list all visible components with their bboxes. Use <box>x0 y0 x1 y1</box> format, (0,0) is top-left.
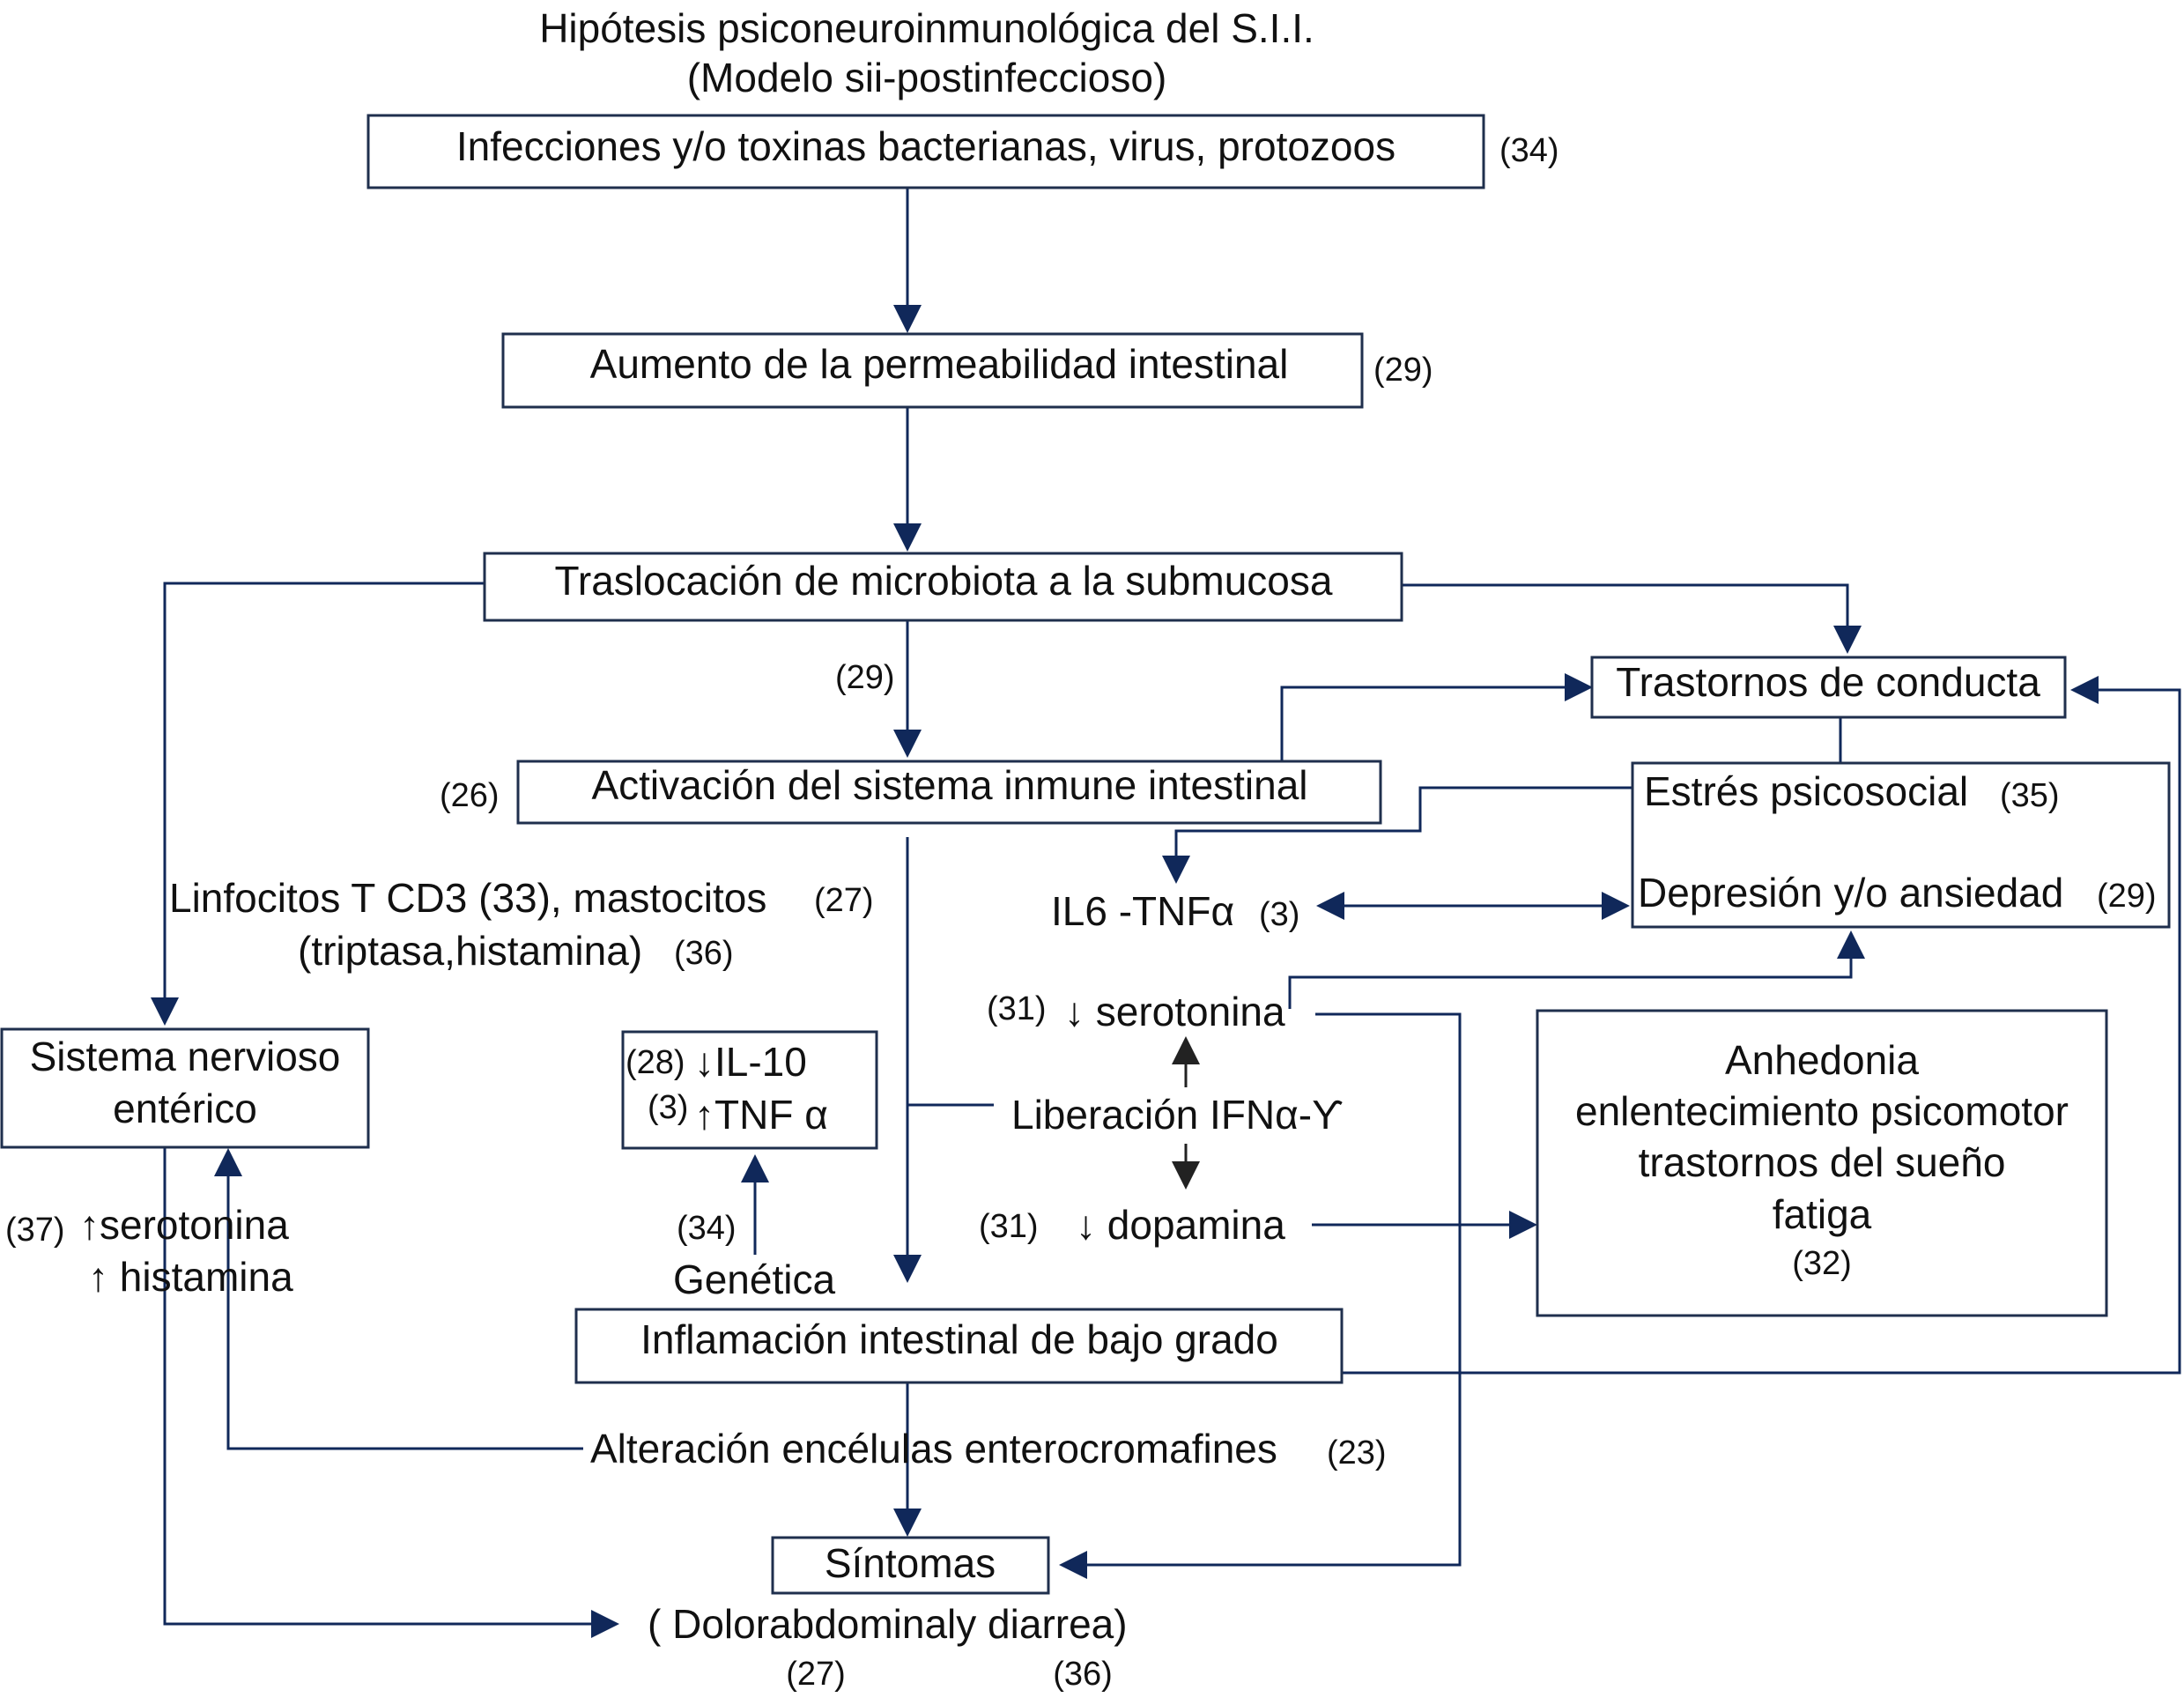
arrowhead-down <box>1172 1161 1200 1190</box>
node-il10-label2: ↑TNF α <box>694 1092 828 1138</box>
node-infecciones-ref: (34) <box>1499 132 1559 169</box>
arrowhead-left <box>2070 676 2099 704</box>
node-linfocitos-ref2: (36) <box>674 935 734 972</box>
arrowhead-right <box>1602 892 1630 920</box>
box-traslocacion <box>483 552 1403 622</box>
node-permeabilidad-ref: (29) <box>1373 352 1433 389</box>
arrowhead-left <box>1316 892 1344 920</box>
arrow-inflamacion-trastornos <box>1342 688 2181 1375</box>
arrow-sne-dolor <box>163 1148 593 1626</box>
arrowhead-down <box>1162 856 1190 884</box>
arrowhead-right <box>591 1610 619 1638</box>
node-activacion-label: Activación del sistema inmune intestinal <box>591 762 1307 808</box>
node-sne-efectos-line2: ↑ histamina <box>88 1254 293 1300</box>
node-il6-label: IL6 -TNFα <box>1051 888 1234 934</box>
node-sne-line2: entérico <box>113 1086 257 1131</box>
node-sne-efectos-ref: (37) <box>5 1212 65 1249</box>
node-sne-line1: Sistema nervioso <box>30 1034 341 1079</box>
node-estres-label: Estrés psicosocial <box>1644 768 1968 814</box>
diagram-title: Hipótesis psiconeuroinmunológica del S.I… <box>539 5 1314 51</box>
box-sintomas <box>771 1536 1050 1595</box>
arrow-activacion-trastornos <box>1280 686 1566 761</box>
node-dolor-label: ( Dolorabdominaly diarrea) <box>648 1601 1128 1647</box>
node-genetica-ref: (34) <box>677 1210 737 1247</box>
node-linfocitos-line2: (triptasa,histamina) <box>298 928 642 974</box>
node-anhedonia-line1: Anhedonia <box>1725 1037 1919 1083</box>
node-linfocitos-ref1: (27) <box>814 882 874 919</box>
box-il10 <box>621 1030 878 1150</box>
node-depresion-label: Depresión y/o ansiedad <box>1638 870 2063 916</box>
arrowhead-down <box>893 523 922 552</box>
box-activacion <box>516 760 1382 825</box>
node-activacion-ref: (26) <box>440 777 500 814</box>
node-permeabilidad-label: Aumento de la permeabilidad intestinal <box>590 341 1289 387</box>
node-dolor-ref2: (36) <box>1053 1656 1113 1693</box>
node-anhedonia-line3: trastornos del sueño <box>1639 1139 2006 1185</box>
node-trastornos-label: Trastornos de conducta <box>1616 659 2040 705</box>
box-permeabilidad <box>501 332 1364 409</box>
node-sne-efectos-line1: ↑serotonina <box>79 1202 289 1248</box>
arrowhead-right <box>1565 673 1593 701</box>
box-estres-depresion <box>1631 761 2171 929</box>
node-il10-label1: ↓IL-10 <box>694 1039 807 1085</box>
node-linfocitos-line1: Linfocitos T CD3 (33), mastocitos <box>169 875 766 921</box>
box-inflamacion <box>574 1308 1344 1384</box>
node-anhedonia-line4: fatiga <box>1773 1191 1872 1237</box>
node-genetica-label: Genética <box>673 1257 836 1302</box>
node-inflamacion-label: Inflamación intestinal de bajo grado <box>640 1316 1278 1362</box>
arrowhead-down <box>1833 626 1862 654</box>
arrowhead-up <box>741 1154 769 1182</box>
node-dolor-ref1: (27) <box>786 1656 846 1693</box>
box-infecciones <box>366 114 1485 189</box>
arrowhead-down <box>893 305 922 333</box>
connectors <box>151 189 2181 1638</box>
node-liberacion-label: Liberación IFNα-ϒ <box>1011 1092 1344 1138</box>
arrowhead-down <box>893 730 922 758</box>
box-trastornos <box>1590 656 2067 719</box>
node-anhedonia-ref: (32) <box>1792 1245 1852 1282</box>
node-infecciones-label: Infecciones y/o toxinas bacterianas, vir… <box>456 123 1396 169</box>
node-estres-ref: (35) <box>2000 777 2060 814</box>
node-dopamina-ref: (31) <box>979 1208 1039 1245</box>
node-anhedonia-line2: enlentecimiento psicomotor <box>1575 1088 2069 1134</box>
arrow-traslocacion-trastornos <box>1402 583 1849 627</box>
arrow-traslocacion-sne <box>163 582 485 999</box>
arrowhead-down <box>893 1509 922 1537</box>
box-sne <box>0 1027 370 1149</box>
node-serotonina-label: ↓ serotonina <box>1064 989 1285 1034</box>
node-il6-ref: (3) <box>1259 896 1299 933</box>
arrowhead-up <box>1172 1036 1200 1064</box>
arrow-alteracion-sne <box>226 1175 583 1450</box>
arrowhead-right <box>1509 1211 1537 1239</box>
box-anhedonia <box>1536 1009 2108 1317</box>
node-il10-ref2: (3) <box>648 1089 688 1126</box>
node-alteracion-ref: (23) <box>1327 1434 1387 1471</box>
arrowhead-up <box>1837 930 1865 959</box>
node-traslocacion-label: Traslocación de microbiota a la submucos… <box>555 558 1333 604</box>
arrow-serotonina-sintomas <box>1085 1012 1462 1567</box>
arrowhead-down <box>151 997 179 1026</box>
arrowhead-down <box>893 1255 922 1283</box>
arrowhead-left <box>1059 1551 1087 1579</box>
node-alteracion-label: Alteración encélulas enterocromafines <box>590 1426 1277 1471</box>
arrow-serotonina-depresion <box>1288 957 1853 1009</box>
node-depresion-ref: (29) <box>2097 878 2157 915</box>
diagram-subtitle: (Modelo sii-postinfeccioso) <box>687 55 1167 100</box>
arrowhead-up <box>214 1148 242 1176</box>
node-il10-ref1: (28) <box>626 1044 685 1081</box>
node-dopamina-label: ↓ dopamina <box>1076 1202 1285 1248</box>
node-serotonina-ref: (31) <box>987 990 1047 1027</box>
node-sintomas-label: Síntomas <box>825 1540 996 1586</box>
node-traslocacion-ref: (29) <box>835 659 895 696</box>
arrow-estres-il6 <box>1174 786 1632 857</box>
